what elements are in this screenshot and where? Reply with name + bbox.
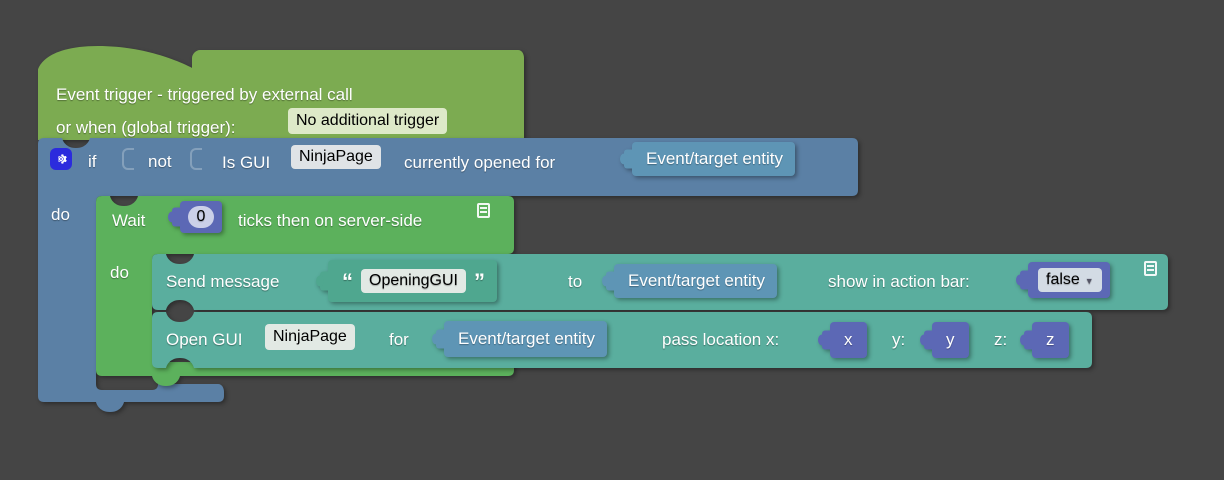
event-trigger-line1: Event trigger - triggered by external ca… [56, 85, 353, 104]
is-gui-name-dropdown[interactable]: NinjaPage [291, 145, 381, 169]
event-trigger-block[interactable]: Event trigger - triggered by external ca… [38, 44, 524, 140]
pass-location-label: pass location x: [662, 330, 780, 349]
pass-location-y-label: y [946, 330, 955, 349]
send-message-block[interactable]: Send message “ OpeningGUI ” to Event/tar… [152, 254, 1168, 312]
send-message-to-label: to [568, 272, 583, 291]
note-icon[interactable] [1144, 261, 1157, 276]
puzzle-tab-icon [432, 329, 445, 349]
if-entity-value[interactable]: Event/target entity [620, 142, 796, 176]
send-message-entity-value[interactable]: Event/target entity [602, 264, 778, 298]
gear-icon[interactable] [50, 148, 72, 170]
is-gui-prefix: Is GUI [222, 153, 271, 172]
open-gui-entity-value[interactable]: Event/target entity [432, 321, 608, 357]
wait-do-label: do [110, 263, 129, 282]
wait-suffix: ticks then on server-side [238, 211, 423, 230]
action-bar-dropdown[interactable]: false ▼ [1038, 268, 1102, 292]
if-condition-socket[interactable] [122, 148, 134, 170]
global-trigger-dropdown[interactable]: No additional trigger [288, 108, 448, 134]
action-bar-value-block[interactable]: false ▼ [1016, 262, 1110, 298]
pass-location-x-value[interactable]: x [818, 322, 867, 358]
quote-close-icon: ” [473, 268, 485, 294]
wait-ticks-value[interactable]: 0 [168, 201, 222, 233]
if-do-label: do [51, 205, 70, 224]
not-operand-socket[interactable] [190, 148, 202, 170]
puzzle-tab-icon [818, 330, 831, 350]
open-gui-name-dropdown[interactable]: NinjaPage [265, 324, 355, 350]
chevron-down-icon: ▼ [1084, 275, 1094, 286]
open-gui-prefix: Open GUI [166, 330, 243, 349]
puzzle-tab-icon [920, 330, 933, 350]
if-entity-label: Event/target entity [646, 149, 784, 168]
open-gui-block[interactable]: Open GUI NinjaPage for Event/target enti… [152, 312, 1092, 370]
puzzle-tab-icon [602, 271, 615, 291]
pass-location-z-value[interactable]: z [1020, 322, 1069, 358]
if-block[interactable]: if not Is GUI NinjaPage currently opened… [38, 138, 858, 412]
puzzle-tab-icon [316, 271, 329, 291]
message-text-value[interactable]: “ OpeningGUI ” [316, 260, 497, 302]
open-gui-for-label: for [389, 330, 409, 349]
wait-ticks-field[interactable]: 0 [188, 206, 214, 228]
wait-prefix: Wait [112, 211, 146, 230]
message-text-field[interactable]: OpeningGUI [361, 269, 466, 293]
pass-location-y-prefix: y: [892, 330, 906, 349]
if-label: if [88, 152, 97, 171]
event-trigger-line2: or when (global trigger): [56, 118, 236, 137]
note-icon[interactable] [477, 203, 490, 218]
puzzle-tab-icon [1016, 270, 1029, 290]
quote-open-icon: “ [342, 268, 353, 294]
pass-location-z-label: z [1046, 330, 1055, 349]
not-label: not [148, 152, 172, 171]
pass-location-x-label: x [844, 330, 853, 349]
open-gui-entity-label: Event/target entity [458, 329, 596, 348]
puzzle-tab-icon [168, 207, 181, 227]
pass-location-y-value[interactable]: y [920, 322, 969, 358]
wait-block[interactable]: Wait 0 ticks then on server-side do [96, 196, 514, 386]
puzzle-tab-icon [1020, 330, 1033, 350]
action-bar-label: show in action bar: [828, 272, 970, 291]
is-gui-middle: currently opened for [404, 153, 556, 172]
send-message-entity-label: Event/target entity [628, 271, 766, 290]
send-message-prefix: Send message [166, 272, 280, 291]
pass-location-z-prefix: z: [994, 330, 1008, 349]
action-bar-dropdown-value: false [1046, 271, 1080, 288]
puzzle-tab-icon [620, 149, 633, 169]
